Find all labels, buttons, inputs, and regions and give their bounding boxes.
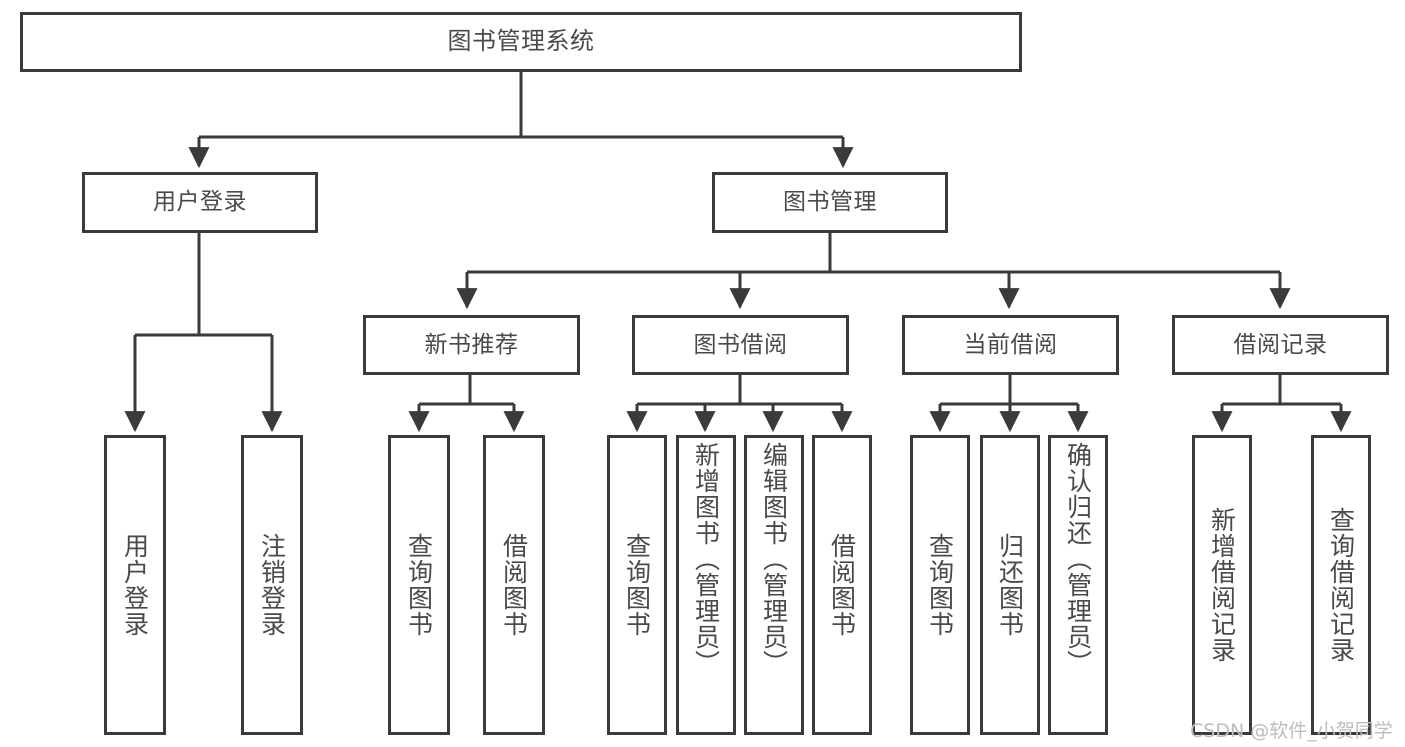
- leaf-add-book-admin[interactable]: 新增图书（管理员）: [676, 435, 736, 735]
- node-label: 查询借阅记录: [1326, 507, 1356, 663]
- leaf-logout[interactable]: 注销登录: [241, 435, 303, 735]
- node-label: 查询图书: [622, 533, 652, 637]
- node-label: 当前借阅: [963, 331, 1058, 358]
- node-label: 归还图书: [995, 533, 1025, 637]
- node-label: 确认归还（管理员）: [1063, 442, 1093, 676]
- node-label: 新增图书（管理员）: [691, 442, 721, 676]
- node-new-book-recommend[interactable]: 新书推荐: [363, 315, 580, 375]
- leaf-user-login[interactable]: 用户登录: [104, 435, 166, 735]
- node-book-borrow[interactable]: 图书借阅: [632, 315, 849, 375]
- leaf-borrow-book[interactable]: 借阅图书: [812, 435, 872, 735]
- leaf-add-borrow-record[interactable]: 新增借阅记录: [1192, 435, 1252, 735]
- node-label: 新书推荐: [424, 331, 519, 358]
- node-label: 借阅图书: [827, 533, 857, 637]
- node-label: 图书管理: [783, 189, 877, 216]
- node-label: 查询图书: [925, 533, 955, 637]
- node-book-management[interactable]: 图书管理: [712, 172, 948, 233]
- leaf-query-book-current[interactable]: 查询图书: [910, 435, 970, 735]
- node-label: 图书管理系统: [447, 27, 595, 56]
- leaf-confirm-return-admin[interactable]: 确认归还（管理员）: [1048, 435, 1108, 735]
- node-borrow-record[interactable]: 借阅记录: [1172, 315, 1389, 375]
- node-user-login[interactable]: 用户登录: [82, 172, 318, 233]
- node-label: 新增借阅记录: [1207, 507, 1237, 663]
- node-label: 图书借阅: [693, 331, 788, 358]
- node-label: 借阅图书: [499, 533, 529, 637]
- leaf-query-book-borrow[interactable]: 查询图书: [607, 435, 667, 735]
- node-label: 用户登录: [153, 189, 247, 216]
- leaf-query-borrow-record[interactable]: 查询借阅记录: [1311, 435, 1371, 735]
- node-label: 用户登录: [120, 533, 150, 637]
- node-current-borrow[interactable]: 当前借阅: [902, 315, 1119, 375]
- node-label: 注销登录: [257, 533, 287, 637]
- leaf-return-book[interactable]: 归还图书: [980, 435, 1040, 735]
- leaf-edit-book-admin[interactable]: 编辑图书（管理员）: [744, 435, 804, 735]
- leaf-borrow-book-recommend[interactable]: 借阅图书: [483, 435, 545, 735]
- watermark-text: CSDN @软件_小贺同学: [1190, 720, 1393, 742]
- leaf-query-book-recommend[interactable]: 查询图书: [388, 435, 450, 735]
- node-label: 编辑图书（管理员）: [759, 442, 789, 676]
- node-root-system[interactable]: 图书管理系统: [20, 12, 1022, 72]
- node-label: 借阅记录: [1233, 331, 1328, 358]
- node-label: 查询图书: [404, 533, 434, 637]
